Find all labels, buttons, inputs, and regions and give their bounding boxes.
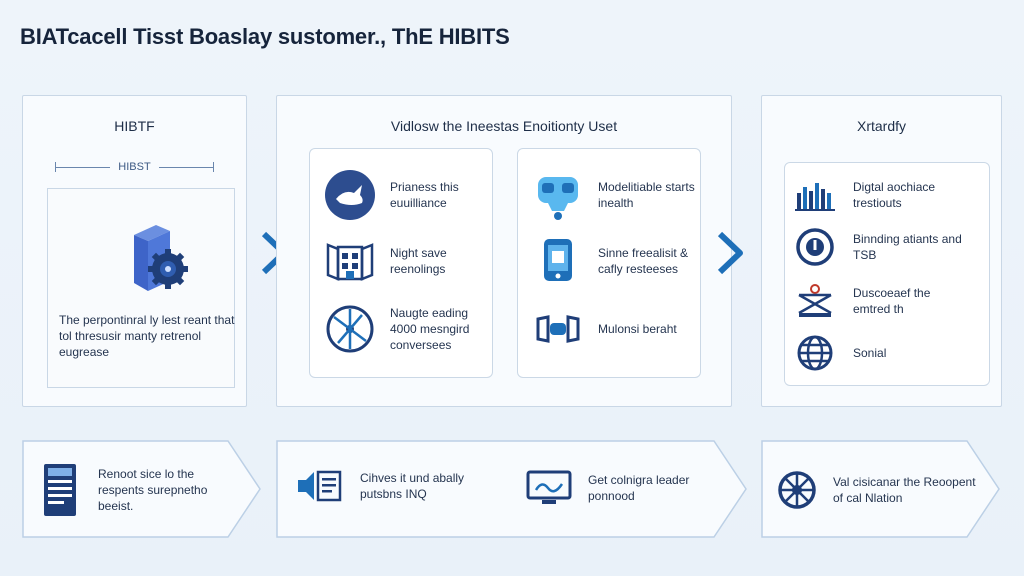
page-title: BIATcacell Tisst Boaslay sustomer., ThE … [20, 24, 510, 49]
monitor-icon [526, 470, 572, 504]
flow-arrow-shape [761, 440, 1000, 538]
whale-icon [325, 170, 375, 220]
phone-icon [544, 239, 572, 281]
flow-step-2a-label: Cihves it und abally putsbns INQ [360, 471, 465, 501]
middle-panel: Vidlosw the Ineestas Enoitionty Uset Pri… [276, 95, 732, 407]
chevron-right-icon [717, 231, 743, 275]
robot-icon [538, 177, 578, 220]
globe-icon [797, 335, 833, 371]
list-item: Mulonsi beraht [532, 303, 698, 355]
list-item: Binnding atiants and TSB [795, 221, 963, 273]
list-item: Digtal aochiace trestiouts [795, 169, 963, 221]
server-gear-icon [134, 225, 188, 291]
vr-headset-icon [536, 315, 580, 343]
right-card: Digtal aochiace trestiouts Binnding atia… [784, 162, 990, 386]
flow-step-1: Renoot sice lo the respents surepnetho b… [22, 440, 262, 538]
flow-arrow-shape [22, 440, 261, 538]
left-panel: HIBTF HIBST The perpontinral ly lest rea… [22, 95, 247, 407]
flow-step-3: Val cisicanar the Reoopent of cal Nlatio… [761, 440, 1001, 538]
compass-icon [326, 305, 374, 353]
list-item: Sonial [795, 327, 963, 379]
left-panel-inner-box [47, 188, 235, 388]
left-panel-description: The perpontinral ly lest reant that tol … [59, 313, 235, 359]
scale-icon [798, 284, 832, 317]
compass-circle-icon [796, 228, 834, 266]
bar-chart-icon [795, 183, 835, 211]
left-panel-title: HIBTF [114, 118, 155, 134]
left-panel-subhead: HIBST [55, 158, 214, 176]
right-panel-title: Xrtardfy [856, 118, 906, 134]
right-panel: Xrtardfy Digtal aochiace trestiouts Binn… [761, 95, 1002, 407]
flow-step-1-label: Renoot sice lo the respents surepnetho b… [98, 467, 208, 513]
list-item: Prianess this euuilliance [324, 169, 490, 221]
list-item: Night save reenolings [324, 235, 490, 287]
wheel-icon [778, 471, 816, 509]
list-item: Naugte eading 4000 mesngird conversees [324, 303, 490, 355]
flow-arrow-shape [276, 440, 747, 538]
middle-card-right: Modelitiable starts inealth Sinne freeal… [517, 148, 701, 378]
flow-step-2: Cihves it und abally putsbns INQ Get col… [276, 440, 748, 538]
middle-panel-title: Vidlosw the Ineestas Enoitionty Uset [390, 118, 618, 134]
list-item: Duscoeaef the emtred th [795, 275, 963, 327]
middle-card-left: Prianess this euuilliance Night save ree… [309, 148, 493, 378]
document-icon [44, 464, 76, 516]
flow-step-3-label: Val cisicanar the Reoopent of cal Nlatio… [833, 475, 976, 505]
flow-step-2b-label: Get colnigra leader ponnood [588, 473, 690, 503]
speaker-doc-icon [298, 470, 342, 502]
list-item: Modelitiable starts inealth [532, 169, 698, 221]
list-item: Sinne freealisit & cafly resteeses [532, 235, 698, 287]
building-icon [326, 243, 374, 281]
